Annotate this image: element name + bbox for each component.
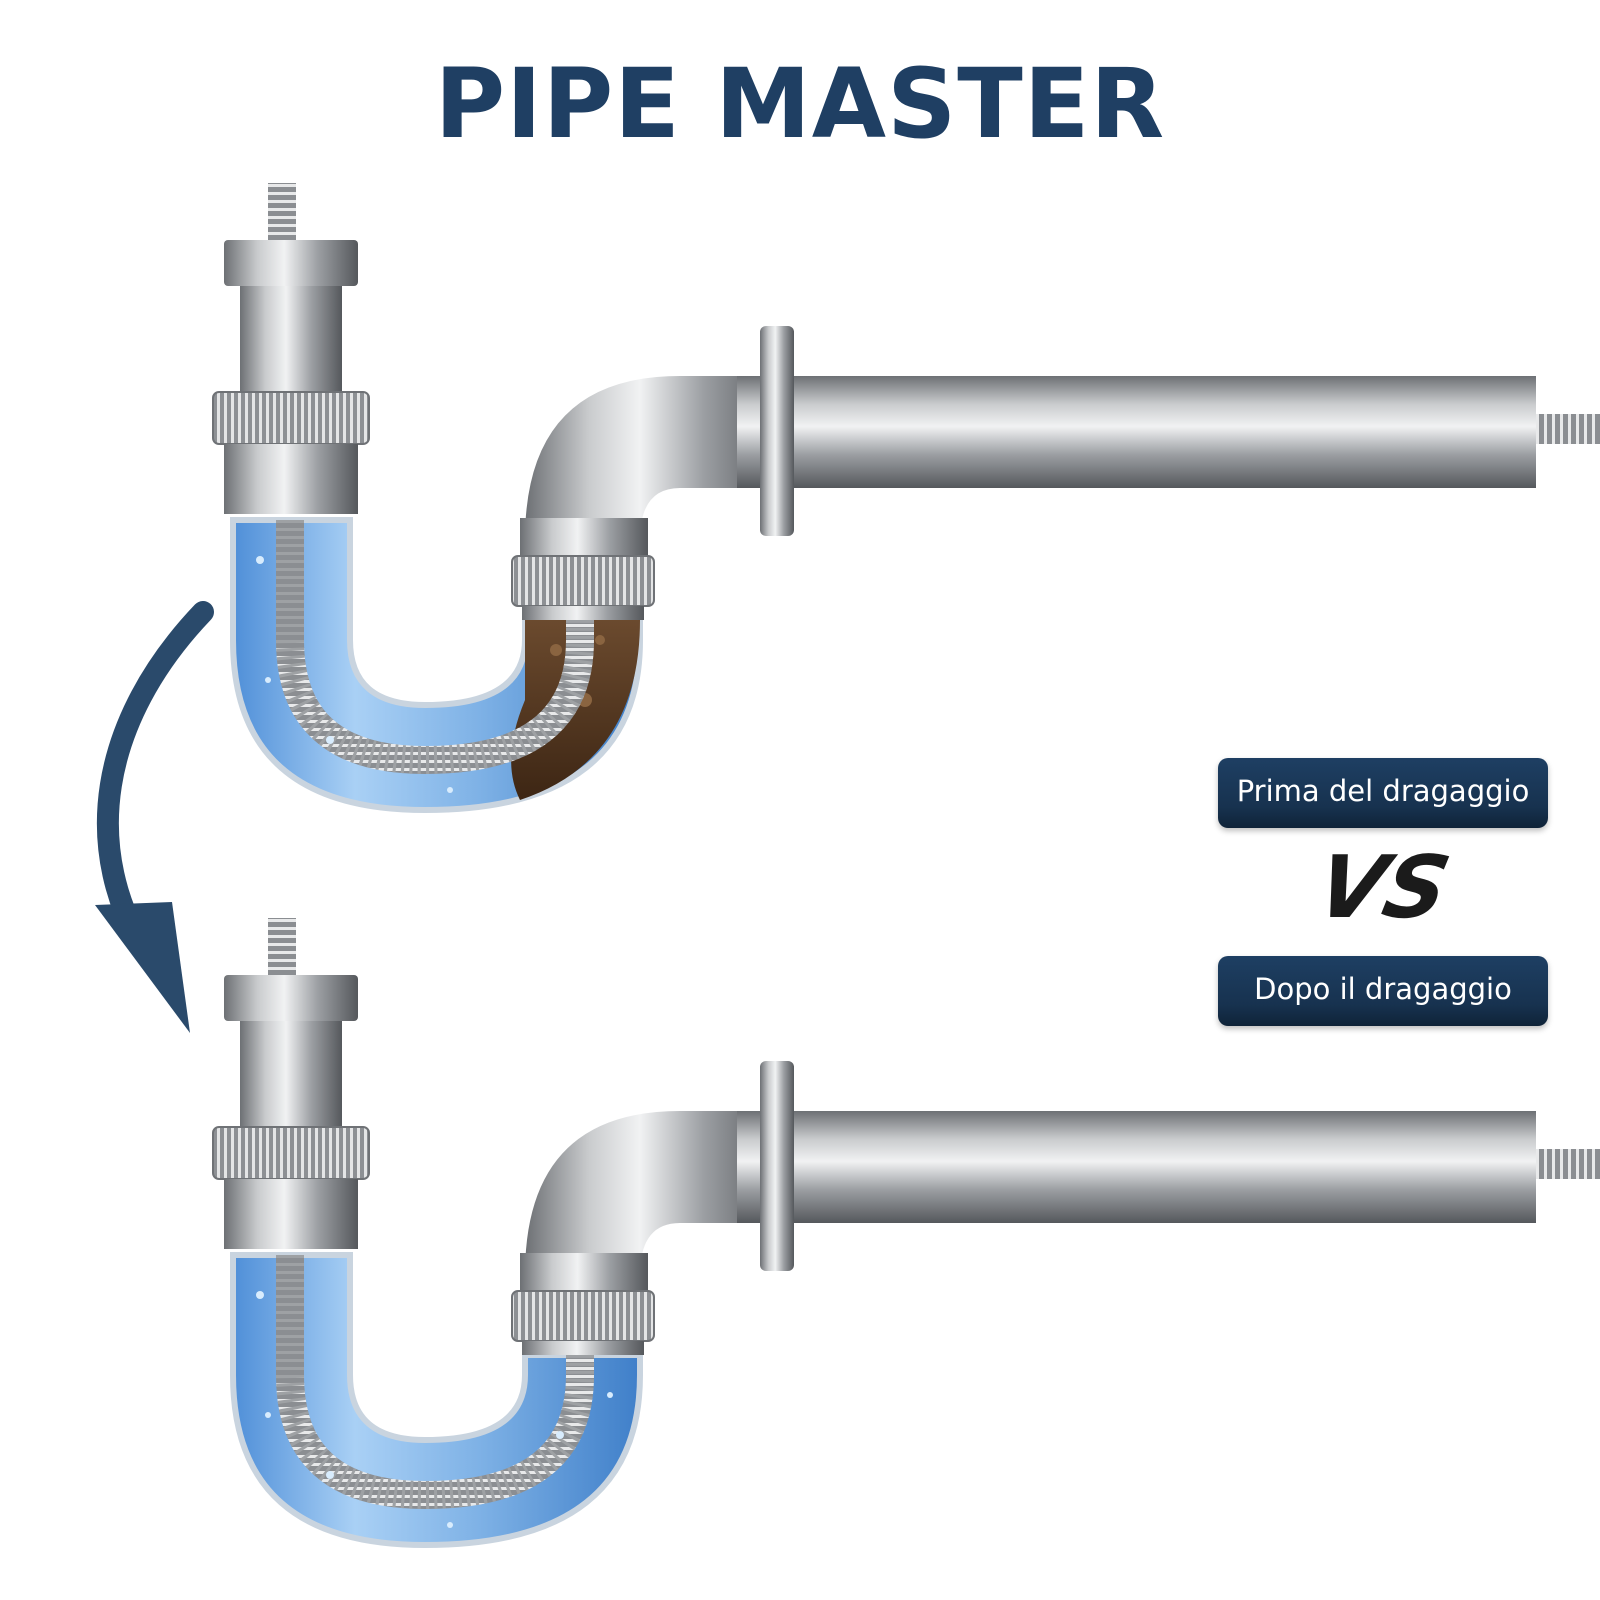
after-label-badge: Dopo il dragaggio: [1218, 956, 1548, 1026]
pipe-after: [212, 918, 1600, 1549]
pipe-before: [212, 183, 1600, 814]
vs-text: VS: [1308, 838, 1458, 938]
page-title: PIPE MASTER: [434, 48, 1166, 160]
before-label-badge: Prima del dragaggio: [1218, 758, 1548, 828]
vs-mark: VS: [1308, 838, 1458, 938]
transition-arrow: [95, 601, 214, 1033]
